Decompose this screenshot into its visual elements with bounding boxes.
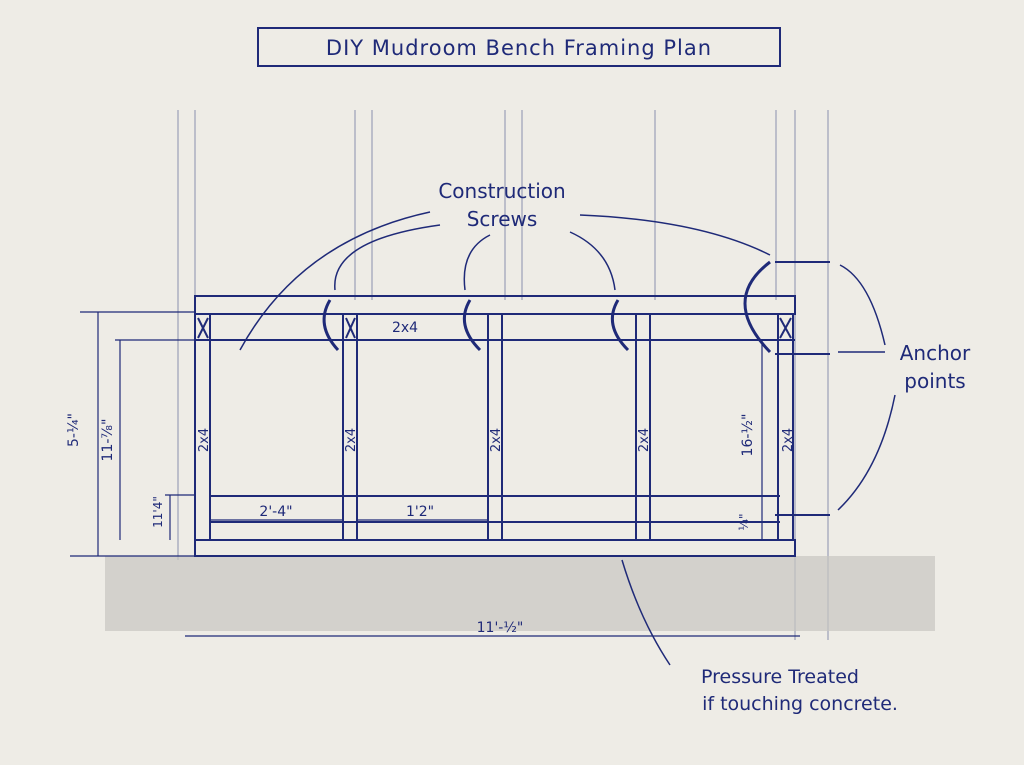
dim-right-height: 16-½" [740,414,756,457]
dim-bay2-width: 1'2" [406,504,434,520]
concrete-slab [105,556,935,631]
stud-label: 2x4 [781,428,796,452]
pressure-treated-line1: Pressure Treated [701,666,859,688]
title-box [257,27,781,67]
stud-label: 2x4 [344,428,359,452]
dim-bay1-width: 2'-4" [259,504,292,520]
bench-frame [194,295,796,557]
stud-label: 2x4 [637,428,652,452]
dim-inner-height: 11-⅞" [100,419,116,462]
screws-label-line2: Screws [467,207,538,231]
page-title: DIY Mudroom Bench Framing Plan [326,36,712,60]
callout-arrows [239,211,896,666]
stud-labels: 2x4 2x4 2x4 2x4 2x4 [197,428,796,452]
stud-label: 2x4 [197,428,212,452]
anchor-label-line1: Anchor [900,341,971,365]
dim-overall-width: 11'-½" [477,620,524,636]
top-rail-label: 2x4 [392,320,418,336]
dim-bottom-rail-right: ¼" [737,513,751,530]
screw-marks [322,260,772,354]
anchor-label-line2: points [904,369,965,393]
dimension-lines [70,311,800,637]
anchor-screws [775,261,830,516]
dim-overall-height: 5-¼" [66,413,82,447]
stud-label: 2x4 [489,428,504,452]
screws-label-line1: Construction [438,179,565,203]
pressure-treated-line2: if touching concrete. [702,693,898,715]
dim-bottom-rail-left: 11'4" [151,496,165,528]
dimension-labels: 5-¼" 11-⅞" 11'4" 2'-4" 1'2" 11'-½" 16-½"… [66,413,756,636]
